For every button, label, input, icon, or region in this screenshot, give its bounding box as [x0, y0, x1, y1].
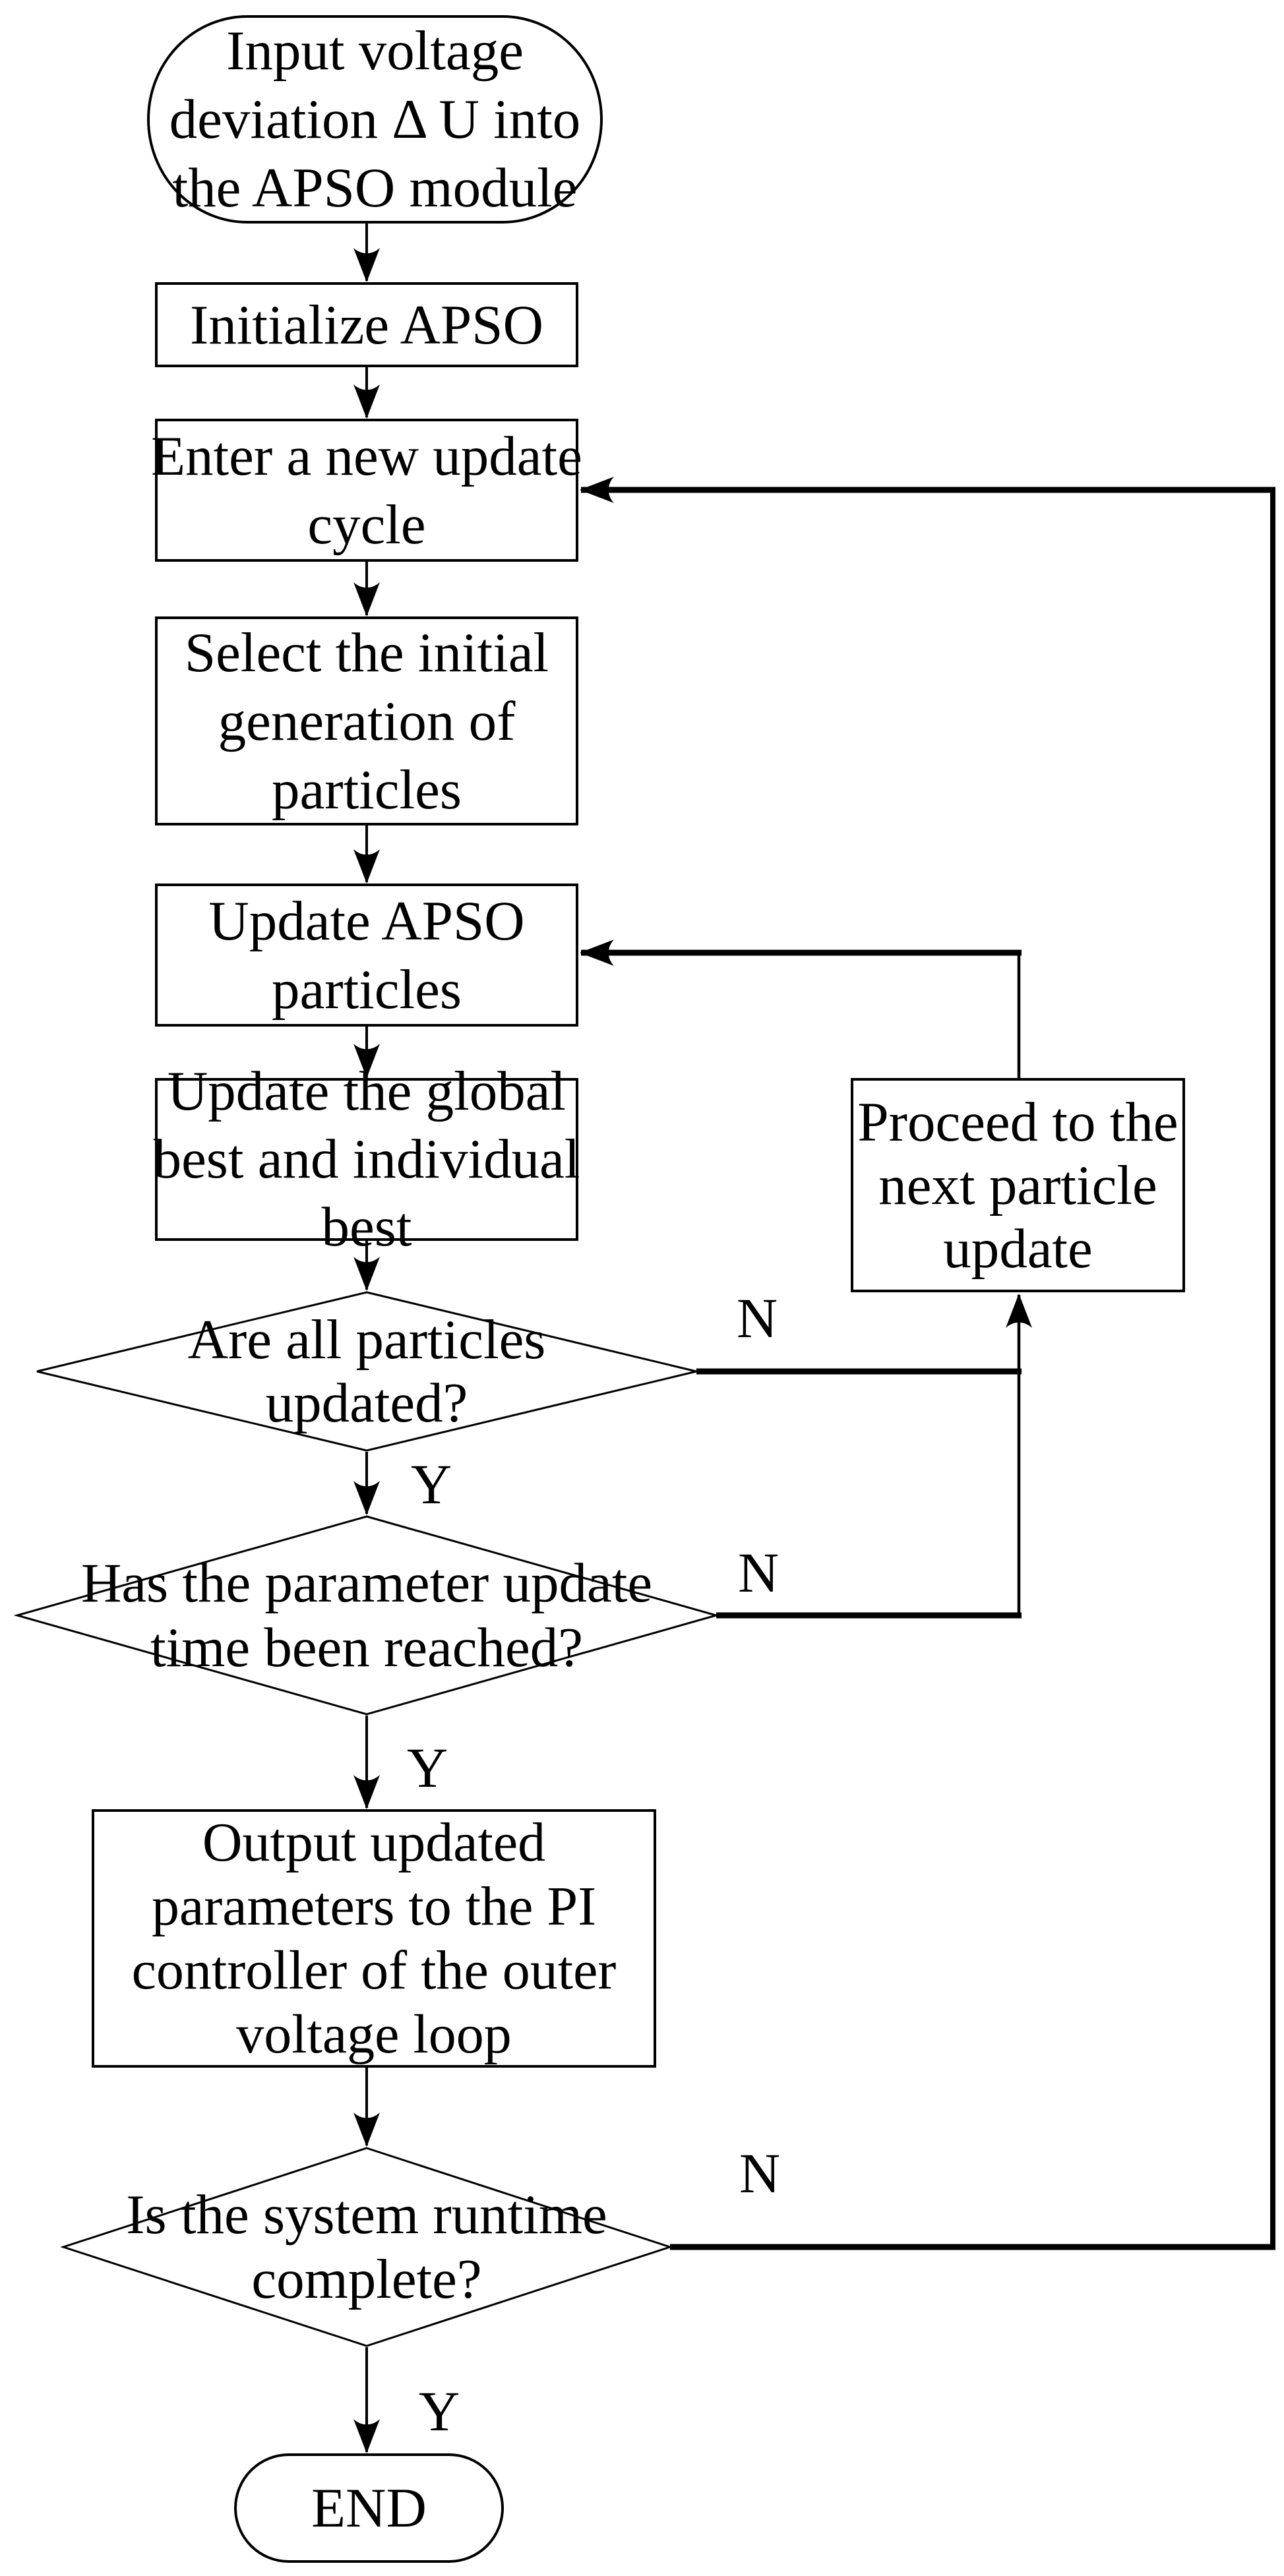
- enter-cycle-line: cycle: [307, 493, 426, 556]
- select-initial-line: particles: [272, 758, 462, 821]
- select-initial-box-shape: [155, 616, 578, 825]
- initialize-node-text: Initialize APSO: [156, 284, 577, 366]
- decision-param-time-line: time been reached?: [150, 1617, 583, 1679]
- update-particles-box-shape: [155, 884, 578, 1027]
- decision-particles-updated-line: Are all particles: [187, 1309, 546, 1371]
- output-params-line: Output updated: [202, 1812, 546, 1873]
- enter-cycle-node-text: Enter a new update cycle: [151, 420, 582, 560]
- decision2-yes-label: Y: [406, 1736, 448, 1799]
- end-node-text: END: [235, 2455, 503, 2561]
- output-params-node-text: Output updated parameters to the PI cont…: [93, 1811, 655, 2066]
- decision-param-time-line: Has the parameter update: [80, 1552, 653, 1614]
- decision-runtime-line: Is the system runtime: [126, 2184, 607, 2246]
- initialize-box-shape: [155, 282, 578, 367]
- output-params-box-shape: [92, 1809, 656, 2068]
- proceed-next-line: update: [943, 1217, 1093, 1280]
- update-best-node-text: Update the global best and individual be…: [153, 1058, 580, 1261]
- start-line: the APSO module: [172, 157, 578, 219]
- proceed-next-line: Proceed to the: [857, 1091, 1178, 1153]
- end-stadium-shape: [234, 2453, 504, 2563]
- decision1-no-label: N: [736, 1286, 778, 1350]
- enter-cycle-line: Enter a new update: [151, 425, 582, 487]
- decision-param-time-text: Has the parameter update time been reach…: [37, 1551, 696, 1680]
- start-line: deviation Δ U into: [169, 88, 581, 150]
- update-particles-line: Update APSO: [208, 889, 525, 952]
- update-particles-node-text: Update APSO particles: [156, 885, 577, 1025]
- decision3-no-label: N: [739, 2142, 781, 2205]
- select-initial-node-text: Select the initial generation of particl…: [156, 618, 577, 824]
- select-initial-line: Select the initial: [184, 621, 549, 684]
- decision-runtime-text: Is the system runtime complete?: [70, 2179, 663, 2315]
- initialize-line: Initialize APSO: [190, 293, 543, 356]
- output-params-line: voltage loop: [236, 2004, 512, 2065]
- decision2-no-label: N: [737, 1541, 780, 1604]
- decision-param-time-diamond-shape: [13, 1515, 720, 1716]
- start-node-text: Input voltage deviation Δ U into the APS…: [148, 16, 601, 222]
- update-best-line: best and individual: [153, 1128, 580, 1190]
- proceed-next-node-text: Proceed to the next particle update: [852, 1079, 1184, 1291]
- end-line: END: [311, 2477, 427, 2539]
- update-particles-line: particles: [272, 958, 462, 1021]
- proceed-next-line: next particle: [878, 1154, 1157, 1216]
- decision-runtime-line: complete?: [251, 2248, 482, 2310]
- decision1-yes-label: Y: [410, 1453, 452, 1516]
- decision-particles-updated-line: updated?: [265, 1372, 468, 1434]
- decision-particles-updated-text: Are all particles updated?: [70, 1303, 663, 1439]
- decision-particles-updated-diamond-shape: [36, 1291, 697, 1452]
- start-line: Input voltage: [226, 20, 524, 82]
- decision3-yes-label: Y: [418, 2380, 460, 2443]
- update-best-line: best: [321, 1196, 412, 1258]
- output-params-line: parameters to the PI: [151, 1876, 597, 1937]
- update-best-box-shape: [155, 1078, 578, 1241]
- select-initial-line: generation of: [218, 690, 516, 752]
- output-params-line: controller of the outer: [131, 1940, 617, 2001]
- enter-cycle-box-shape: [155, 419, 578, 562]
- decision-runtime-diamond-shape: [60, 2147, 673, 2347]
- start-stadium-shape: [147, 15, 603, 224]
- update-best-line: Update the global: [167, 1060, 566, 1122]
